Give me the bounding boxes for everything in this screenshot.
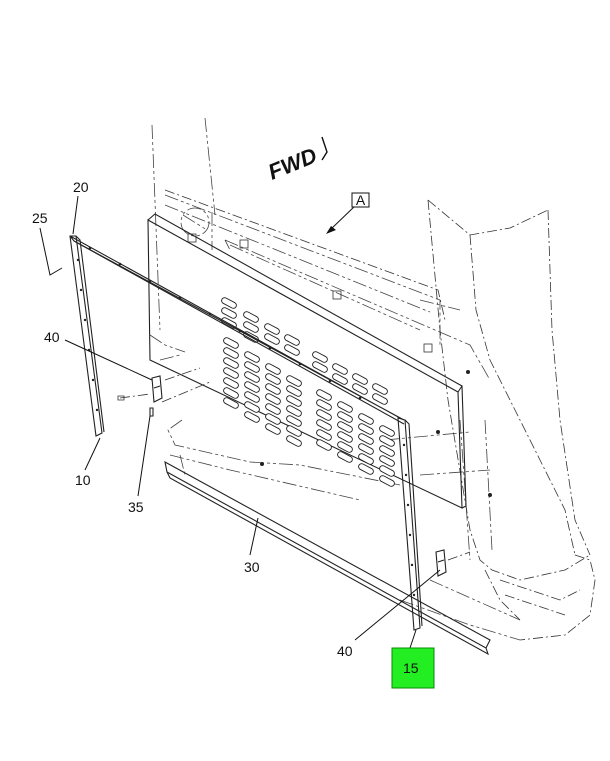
- grille-louvers-right: [312, 351, 395, 487]
- callout-15: 15: [403, 660, 419, 676]
- callout-30: 30: [244, 559, 260, 575]
- callout-40-right: 40: [337, 643, 353, 659]
- callout-labels: 20 25 40 10 35 30 40 15: [32, 179, 419, 676]
- right-latch-bracket: [435, 549, 471, 577]
- callout-10: 10: [75, 472, 91, 488]
- bottom-seal-strip: [164, 460, 491, 656]
- leader-lines: [39, 195, 441, 649]
- view-a-label: A: [356, 192, 366, 208]
- grille-panel: [147, 213, 492, 509]
- highlight-box: [391, 647, 435, 689]
- phantom-fairing: [427, 199, 596, 641]
- callout-25: 25: [32, 210, 48, 226]
- left-latch-bracket: [117, 367, 211, 417]
- fwd-orientation-marker: FWD: [265, 136, 328, 185]
- grille-louvers-center: [223, 337, 302, 447]
- callout-40-left: 40: [44, 329, 60, 345]
- view-a-flag: A: [351, 192, 370, 208]
- fwd-label: FWD: [265, 143, 321, 185]
- left-vertical-strip: [69, 235, 105, 437]
- upper-mounting-rail: [164, 189, 446, 353]
- callout-35: 35: [128, 499, 144, 515]
- right-vertical-strip: [397, 417, 423, 631]
- view-a-arrow: [326, 204, 357, 234]
- callout-20: 20: [73, 179, 89, 195]
